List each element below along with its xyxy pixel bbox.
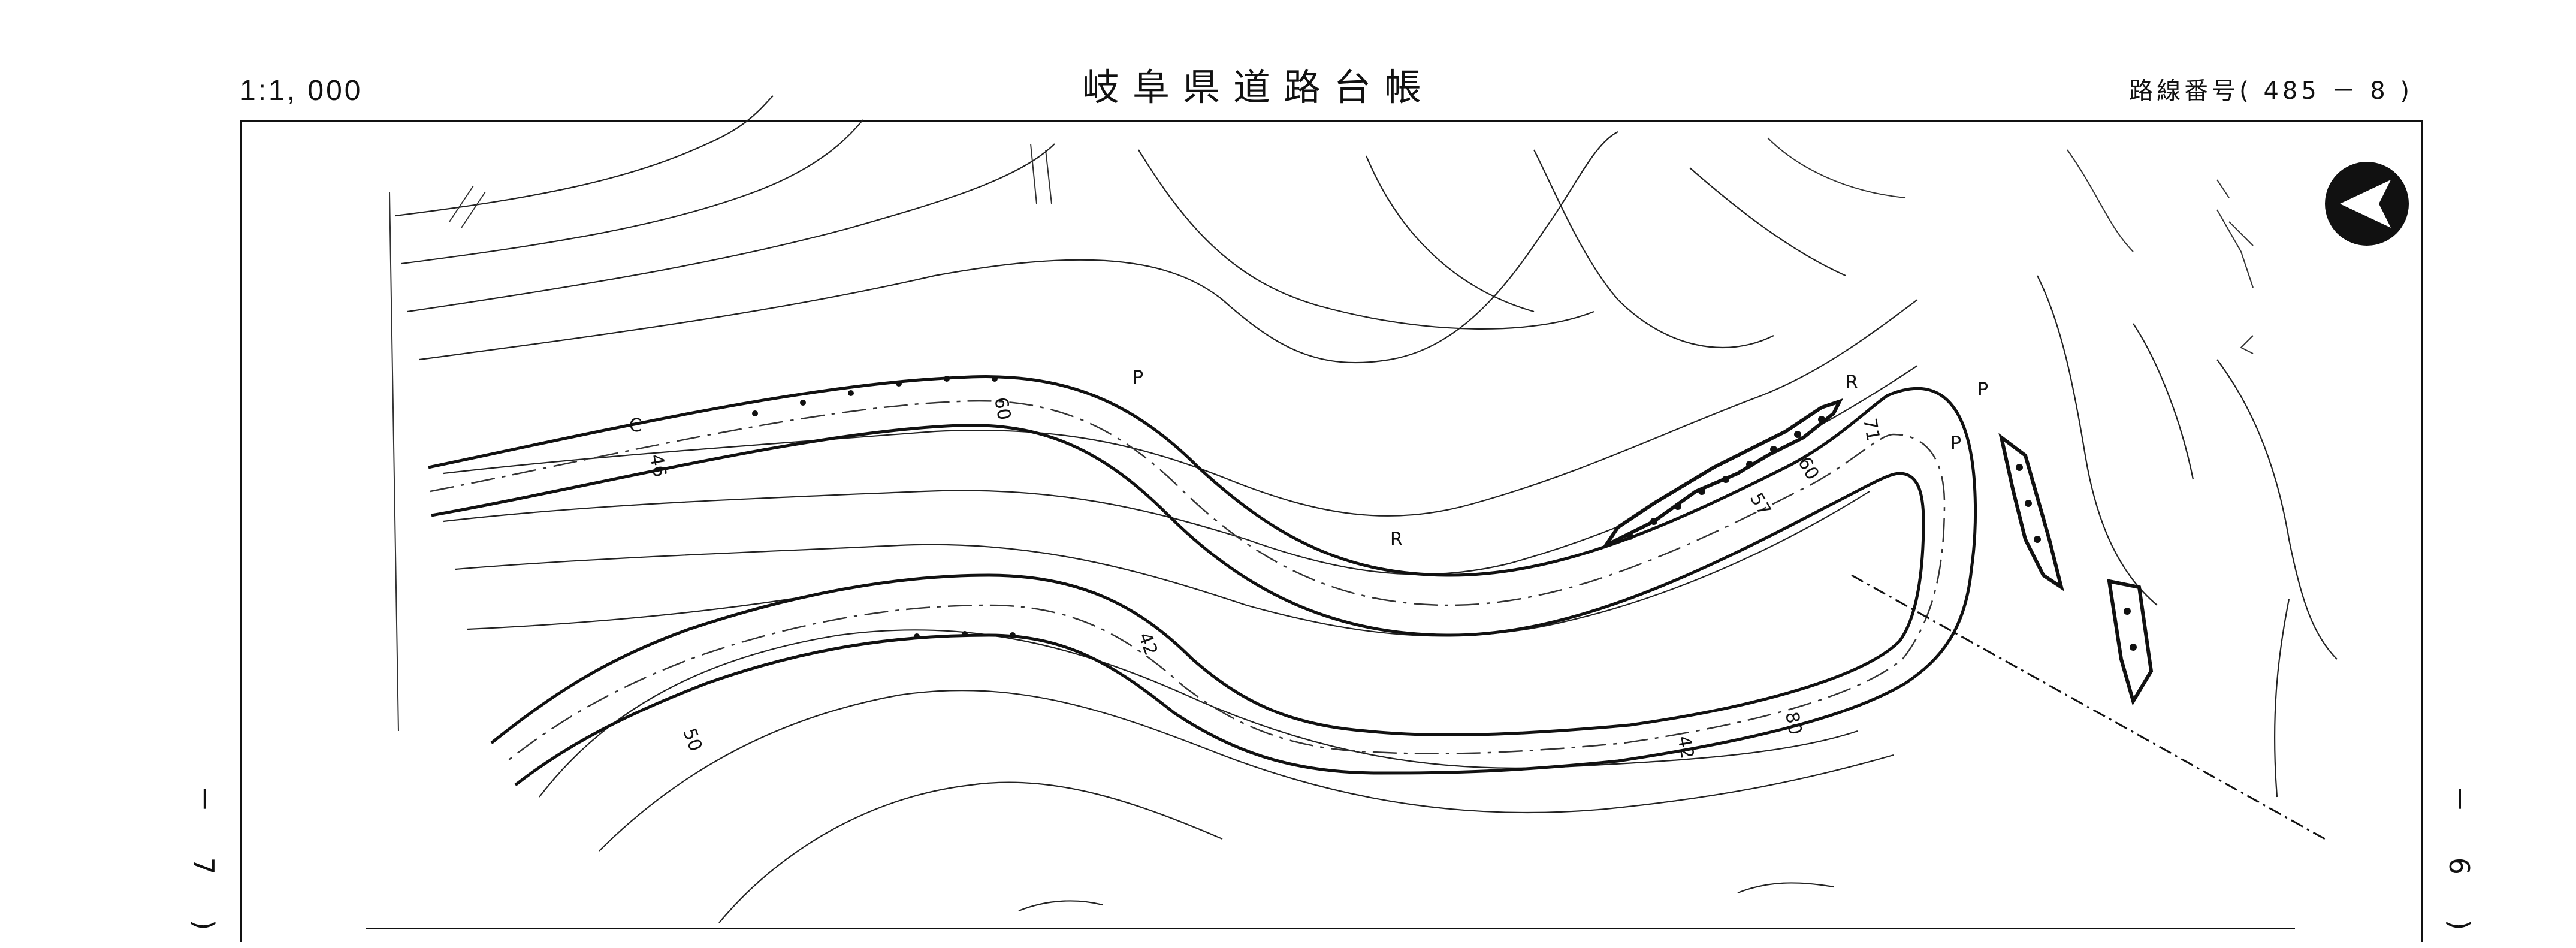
elevation-label: 80 xyxy=(1781,710,1805,736)
vegetation-dots xyxy=(1626,416,2137,651)
scale-label: 1:1, 000 xyxy=(240,75,363,107)
map-labels: P P P R R C 60 46 60 57 71 42 50 42 80 xyxy=(629,367,1988,760)
road-centerline xyxy=(430,400,1946,765)
elevation-label: 60 xyxy=(1793,454,1823,484)
page-number-left: － 7 ) xyxy=(188,785,220,948)
terrain-sketch-lines xyxy=(389,137,2254,732)
route-number-label: 路線番号( 485 － 8 ) xyxy=(2129,77,2413,105)
elevation-label: 42 xyxy=(1673,734,1698,760)
point-label: C xyxy=(629,415,642,436)
point-label: R xyxy=(1846,372,1858,393)
guard-rail-marks xyxy=(752,376,1016,639)
contour-lines xyxy=(395,95,2338,923)
elevation-label: 60 xyxy=(990,395,1014,422)
elevation-label: 71 xyxy=(1859,416,1883,443)
map-bottom-rule xyxy=(366,928,2295,929)
map-frame xyxy=(240,120,2423,942)
survey-line xyxy=(1851,574,2326,840)
elevation-label: 42 xyxy=(1134,630,1161,659)
road-edges xyxy=(428,375,1977,786)
elevation-label: 46 xyxy=(645,452,670,479)
point-label: P xyxy=(1133,367,1143,388)
point-label: P xyxy=(1977,379,1988,400)
point-label: R xyxy=(1390,529,1403,550)
point-label: P xyxy=(1950,433,1961,454)
vegetation-areas xyxy=(1600,398,2154,706)
elevation-label: 50 xyxy=(678,726,706,754)
page-number-right: － 6 ) xyxy=(2443,785,2475,948)
map-title: 岐阜県道路台帳 xyxy=(1082,65,1435,109)
north-arrow-icon xyxy=(2325,162,2409,246)
